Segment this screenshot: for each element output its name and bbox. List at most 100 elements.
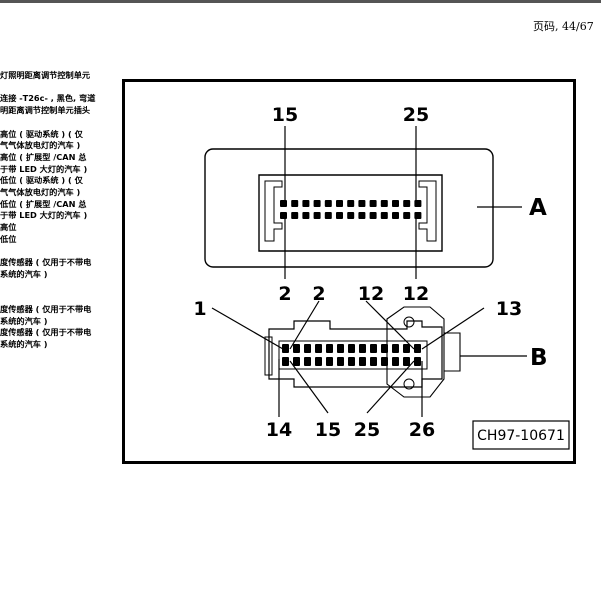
connector-a-pin [291, 212, 299, 219]
connector-a-pins [280, 200, 422, 219]
legend-line [0, 292, 122, 304]
connector-b-pin-block [278, 340, 428, 370]
leader-b-1 [211, 307, 284, 350]
label-b-12: 12 [358, 283, 384, 305]
connector-a-pin [291, 200, 299, 207]
connector-b-left-edge [264, 336, 273, 376]
legend-line: 低位 ( 扩展型 /CAN 总 [0, 198, 87, 209]
label-connector-b: B [530, 345, 548, 371]
legend-line: 连接 -T26c- , 黑色, 弯道 [0, 93, 96, 104]
connector-a-pin [302, 200, 310, 207]
label-b-13: 13 [496, 298, 522, 320]
connector-a-pin [280, 212, 287, 219]
legend-line: 灯照明距离调节控制单元 [0, 70, 91, 80]
connector-b-pin [337, 357, 344, 366]
connector-a-pin [414, 212, 422, 219]
label-a-15: 15 [272, 104, 298, 126]
leader-b-13 [421, 307, 485, 350]
connector-b-clip-hole-top [403, 316, 415, 328]
connector-b-pin [348, 344, 355, 353]
legend-line: 高位 ( 驱动系统 ) ( 仅 [0, 128, 83, 139]
connector-a-latch-left [264, 180, 283, 242]
legend-line: 低位 [0, 233, 17, 244]
connector-b-pin [293, 357, 300, 366]
legend-line: 度传感器 ( 仅用于不带电 [0, 327, 92, 338]
connector-a-pin [313, 212, 321, 219]
connector-a-pin [369, 212, 377, 219]
connector-b-pin [403, 344, 410, 353]
legend-line: 气气体放电灯的汽车 ) [0, 140, 81, 151]
connector-b-pin [414, 357, 421, 366]
connector-b-pin [282, 344, 289, 353]
connector-a-pin [336, 212, 343, 219]
connector-b-pin [403, 357, 410, 366]
connector-b-clip-hole-bottom [403, 378, 415, 390]
connector-b-pin [359, 357, 366, 366]
connector-a-pin [403, 212, 411, 219]
legend-line [0, 281, 122, 293]
label-connector-a: A [529, 195, 547, 221]
label-b-2: 2 [312, 283, 325, 305]
connector-figure: 15 25 2 12 A 1 2 12 13 14 15 25 26 B CH9… [122, 79, 576, 464]
connector-a-housing [258, 174, 443, 252]
connector-a-pin [336, 200, 343, 207]
connector-a-pin [313, 200, 321, 207]
leader-b-15 [289, 360, 329, 414]
connector-b-pin [414, 344, 421, 353]
legend-line: 气气体放电灯的汽车 ) [0, 187, 81, 198]
label-a-25: 25 [403, 104, 429, 126]
connector-diagram: 15 25 2 12 A 1 2 12 13 14 15 25 26 B CH9… [122, 79, 576, 464]
connector-b-pin [304, 357, 311, 366]
connector-b-pins [282, 344, 421, 366]
label-b-26: 26 [409, 419, 435, 441]
label-a-2: 2 [278, 283, 291, 305]
connector-b-pin [326, 357, 333, 366]
connector-b-pin [315, 357, 322, 366]
page-number: 页码, 44/67 [533, 20, 594, 33]
legend-line: 系统的汽车 ) [0, 268, 48, 279]
connector-b-pin [381, 344, 388, 353]
connector-a-pin [347, 200, 355, 207]
connector-a-pin [380, 212, 388, 219]
legend-line: 度传感器 ( 仅用于不带电 [0, 304, 92, 315]
legend-line: 低位 ( 驱动系统 ) ( 仅 [0, 175, 83, 186]
connector-b-pin [359, 344, 366, 353]
connector-a-pin [358, 212, 366, 219]
connector-b-pin [304, 344, 311, 353]
legend-line: 于带 LED 大灯的汽车 ) [0, 163, 88, 174]
connector-b-housing [268, 320, 443, 388]
label-b-25: 25 [354, 419, 380, 441]
connector-a-pin [347, 212, 355, 219]
connector-b-pin [370, 344, 377, 353]
legend-line: 系统的汽车 ) [0, 315, 48, 326]
connector-b-pin [348, 357, 355, 366]
connector-b-pin [392, 357, 399, 366]
connector-a-latch-right [418, 180, 437, 242]
connector-b-pin [282, 357, 289, 366]
connector-a-pin [324, 212, 332, 219]
connector-a-pin [392, 212, 399, 219]
label-b-15: 15 [315, 419, 341, 441]
label-a-12: 12 [403, 283, 429, 305]
connector-a-pin [324, 200, 332, 207]
figure-frame [122, 79, 576, 464]
legend-line [0, 117, 122, 129]
legend-line: 于带 LED 大灯的汽车 ) [0, 210, 88, 221]
connector-b-pin [392, 344, 399, 353]
connector-b-pin [326, 344, 333, 353]
connector-a-outline [204, 148, 494, 268]
connector-a-pin [380, 200, 388, 207]
figure-code-box [472, 420, 570, 450]
label-b-14: 14 [266, 419, 292, 441]
legend-line: 度传感器 ( 仅用于不带电 [0, 257, 92, 268]
leader-b-25 [366, 360, 415, 414]
figure-code: CH97-10671 [477, 428, 565, 444]
legend-line: 高位 [0, 222, 17, 233]
leader-b-12 [365, 300, 415, 350]
label-b-1: 1 [193, 298, 206, 320]
connector-b-tab [444, 332, 461, 372]
connector-b-pin [315, 344, 322, 353]
connector-a-pin [280, 200, 287, 207]
legend-line: 系统的汽车 ) [0, 339, 48, 350]
connector-a-pin [358, 200, 366, 207]
